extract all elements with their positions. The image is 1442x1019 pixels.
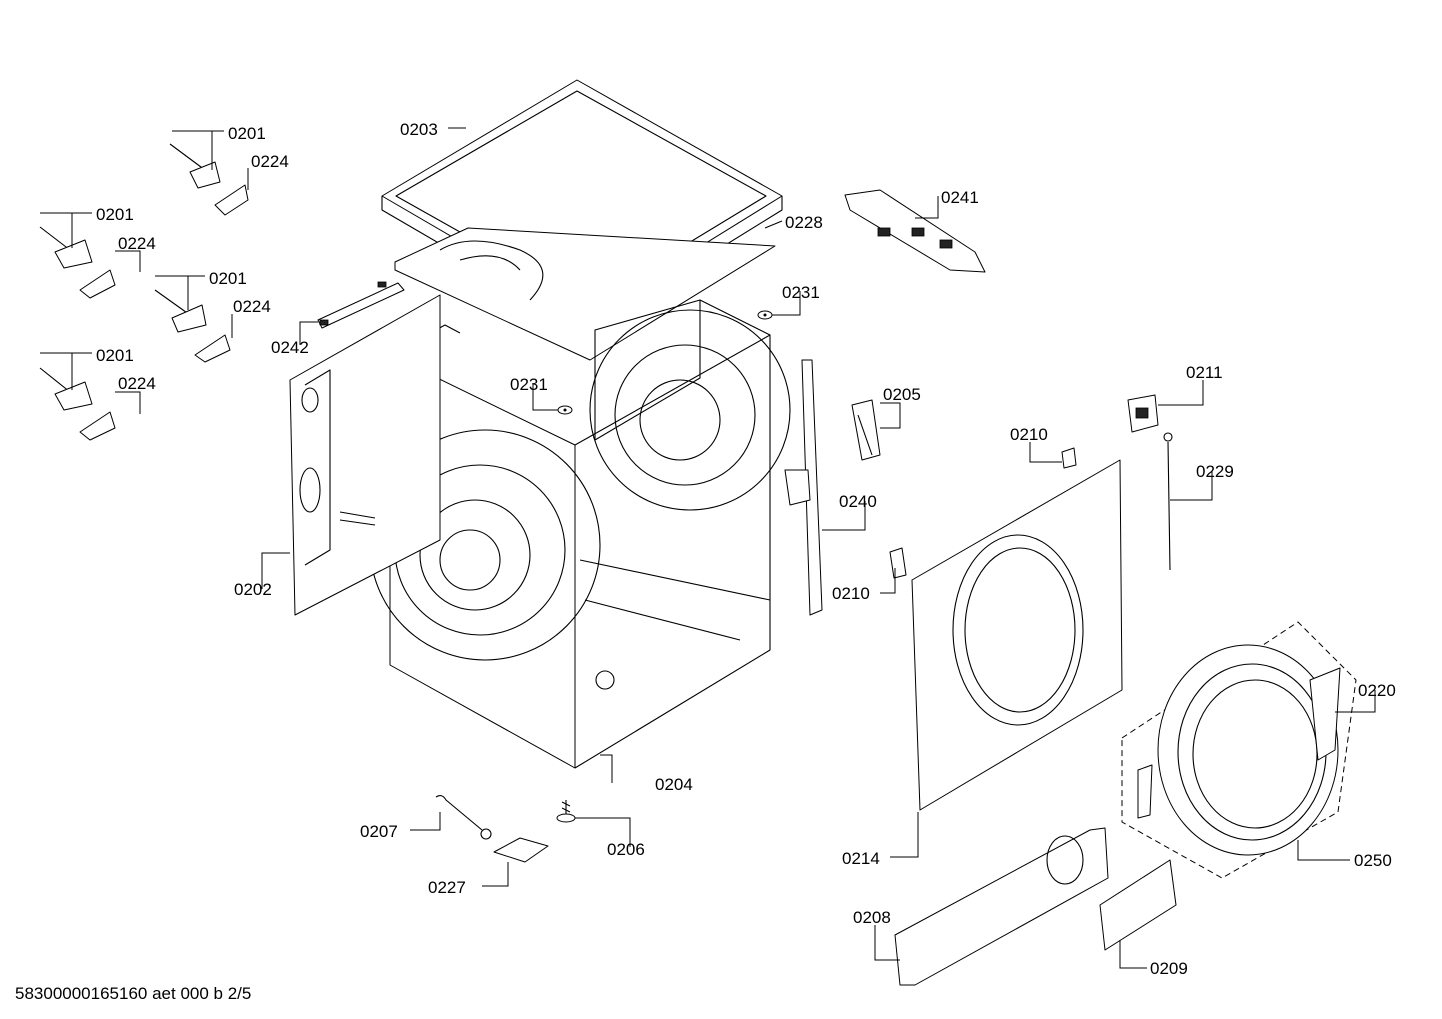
part-cover-flap [1099, 859, 1177, 951]
part-bracket-plate [493, 837, 549, 863]
label-0210-b: 0210 [832, 584, 870, 603]
part-door-group [1121, 621, 1357, 879]
part-rail [317, 281, 405, 329]
label-0250: 0250 [1354, 851, 1392, 870]
part-vertical-bracket [784, 359, 823, 616]
label-0201-b: 0201 [96, 205, 134, 224]
part-screw [556, 800, 576, 823]
part-wrench [435, 794, 492, 840]
part-cable [1163, 432, 1173, 571]
leader-lines [40, 127, 1376, 969]
label-0204: 0204 [655, 775, 693, 794]
label-0227: 0227 [428, 878, 466, 897]
part-clip-bracket [851, 399, 881, 461]
label-0201-a: 0201 [228, 124, 266, 143]
label-0229: 0229 [1196, 462, 1234, 481]
part-switch [1127, 394, 1159, 433]
label-0224-d: 0224 [118, 374, 156, 393]
label-0205: 0205 [883, 385, 921, 404]
label-0224-c: 0224 [233, 297, 271, 316]
part-drawer [894, 827, 1109, 986]
part-labels: 0201 0224 0201 0224 0201 0224 0201 0224 … [96, 120, 1396, 978]
label-0201-d: 0201 [96, 346, 134, 365]
label-0214: 0214 [842, 849, 880, 868]
label-0224-a: 0224 [251, 152, 289, 171]
label-0231-a: 0231 [782, 283, 820, 302]
label-0201-c: 0201 [209, 269, 247, 288]
label-0224-b: 0224 [118, 234, 156, 253]
part-feet [39, 143, 249, 441]
part-front-panel [911, 459, 1123, 811]
part-top-plate [394, 227, 776, 361]
label-0210-a: 0210 [1010, 425, 1048, 444]
label-0240: 0240 [839, 492, 877, 511]
label-0206: 0206 [607, 840, 645, 859]
label-0202: 0202 [234, 580, 272, 599]
label-0242: 0242 [271, 338, 309, 357]
part-discs [557, 310, 773, 415]
footer-document-id: 58300000165160 aet 000 b 2/5 [15, 984, 251, 1003]
label-0207: 0207 [360, 822, 398, 841]
label-0203: 0203 [400, 120, 438, 139]
label-0208: 0208 [853, 908, 891, 927]
label-0220: 0220 [1358, 681, 1396, 700]
label-0231-b: 0231 [510, 375, 548, 394]
part-left-side-panel [289, 294, 441, 616]
part-bracket-rail [844, 189, 986, 273]
label-0228: 0228 [785, 213, 823, 232]
label-0209: 0209 [1150, 959, 1188, 978]
label-0241: 0241 [941, 188, 979, 207]
part-hinge-clips [889, 447, 1077, 579]
label-0211: 0211 [1186, 363, 1223, 382]
